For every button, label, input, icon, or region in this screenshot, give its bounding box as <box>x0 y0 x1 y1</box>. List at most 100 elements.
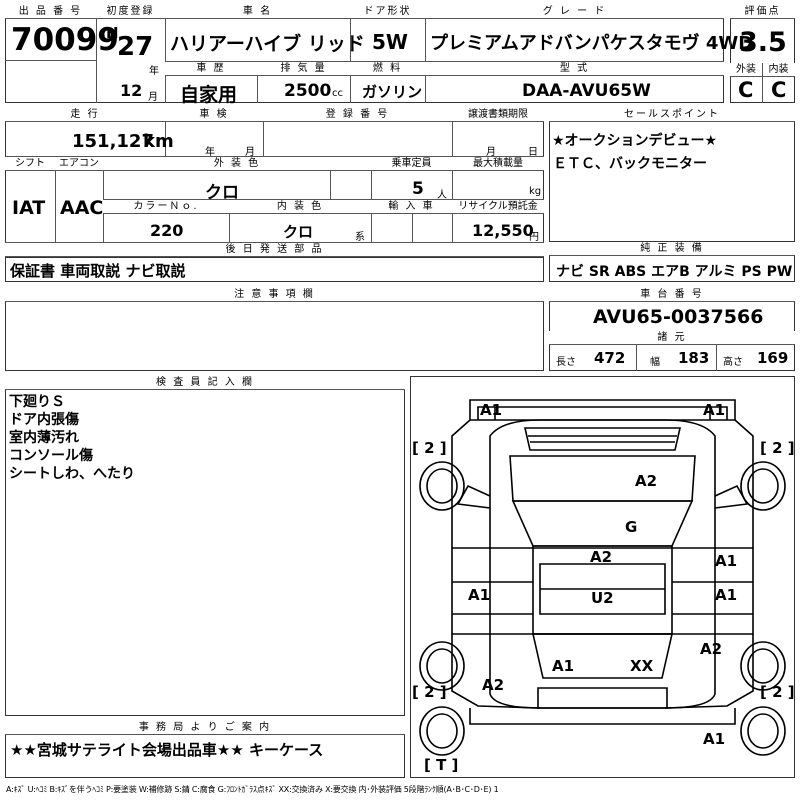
mark-rear-glass: XX <box>630 657 654 675</box>
grade: プレミアムアドバンパケスタモヴ 4WD <box>430 33 754 54</box>
mileage-label: 走 行 <box>5 108 165 122</box>
inspector-line: コンソール傷 <box>9 448 93 464</box>
capacity-unit: 人 <box>437 190 447 201</box>
ac-label: エアコン <box>55 157 103 171</box>
tire-rear-left: [ 2 ] <box>412 683 447 701</box>
height: 169 <box>757 349 789 367</box>
selling-point-label: セールスポイント <box>549 108 795 122</box>
car-name-label: 車 名 <box>165 5 350 19</box>
lot-no: 70099 <box>11 22 119 58</box>
import-label: 輸 入 車 <box>371 200 452 214</box>
mark-front-left-corner: A1 <box>480 401 503 419</box>
inspection-month-unit: 月 <box>245 147 255 158</box>
inspector-line: ドア内張傷 <box>9 412 79 428</box>
recycle-fee: 12,550 <box>472 221 534 240</box>
lot-no-label: 出 品 番 号 <box>5 5 96 19</box>
tire-front-left: [ 2 ] <box>412 439 447 457</box>
int-color-label: 内 装 色 <box>229 200 371 214</box>
history-label: 車 歴 <box>165 62 257 76</box>
model-label: 型 式 <box>425 62 724 76</box>
mark-roof: U2 <box>591 589 614 607</box>
inspector-label: 検 査 員 記 入 欄 <box>5 376 405 390</box>
mark-rear-door-right: A1 <box>715 586 738 604</box>
reg-year-unit: 年 <box>149 66 159 77</box>
tire-rear-right: [ 2 ] <box>760 683 795 701</box>
transfer-day-unit: 日 <box>528 147 538 158</box>
transfer-label: 譲渡書類期限 <box>452 108 544 122</box>
mark-rear-fender-right: A2 <box>700 640 723 658</box>
selling-point-2: ＥＴＣ、バックモニター <box>553 156 707 172</box>
exterior-label: 外装 <box>730 63 762 77</box>
door-label: ドア形状 <box>350 5 425 19</box>
chassis-label: 車 台 番 号 <box>549 288 795 302</box>
transfer-month-unit: 月 <box>486 147 496 158</box>
shift-label: シフト <box>5 157 55 171</box>
interior-grade: C <box>771 78 787 102</box>
reg-era: H <box>106 24 119 42</box>
capacity: 5 <box>412 179 424 199</box>
parts-value: 保証書 車両取説 ナビ取説 <box>10 262 186 280</box>
office-notice: ★★宮城サテライト会場出品車★★ キーケース <box>10 741 324 759</box>
fuel: ガソリン <box>362 83 423 101</box>
office-label: 事 務 局 よ り ご 案 内 <box>5 721 405 735</box>
mark-rear-fender-left: A2 <box>482 676 505 694</box>
mark-bonnet: A2 <box>635 472 658 490</box>
length: 472 <box>594 349 626 367</box>
tire-spare: [ T ] <box>424 756 459 774</box>
reg-month-unit: 月 <box>148 92 158 103</box>
color-no-label: カラーＮｏ. <box>103 200 229 214</box>
notes-label: 注 意 事 項 欄 <box>5 288 544 302</box>
displacement-unit: cc <box>332 88 343 99</box>
mark-roof-front: A2 <box>590 548 613 566</box>
mark-front-right-corner: A1 <box>703 401 726 419</box>
door-type: 5W <box>372 30 408 54</box>
car-outline-diagram <box>419 399 786 756</box>
reg-no-label: 登 録 番 号 <box>263 108 452 122</box>
selling-point-block <box>549 108 795 242</box>
capacity-label: 乗車定員 <box>371 157 452 171</box>
fuel-label: 燃 料 <box>350 62 425 76</box>
height-label: 高さ <box>723 357 743 368</box>
equipment-label: 純 正 装 備 <box>549 242 795 256</box>
inspector-notes: 下廻りＳ ドア内張傷室内薄汚れコンソール傷シートしわ、へたり <box>9 393 135 483</box>
selling-point-1: ★オークションデビュー★ <box>552 133 718 149</box>
ext-color-label: 外 装 色 <box>103 157 371 171</box>
mark-front-door-right: A1 <box>715 552 738 570</box>
spec-label: 諸 元 <box>549 331 795 345</box>
parts-label: 後 日 発 送 部 品 <box>5 243 544 257</box>
color-no: 220 <box>150 221 184 240</box>
exterior-grade: C <box>738 78 754 102</box>
length-label: 長さ <box>556 357 576 368</box>
inspector-line: 下廻りＳ <box>9 394 65 410</box>
mark-rear-bumper-right: A1 <box>703 730 726 748</box>
shift: IAT <box>12 197 46 219</box>
mileage: 151,127 <box>72 131 154 152</box>
inspector-line: シートしわ、へたり <box>9 466 135 482</box>
ext-color: クロ <box>205 183 239 203</box>
inspection-label: 車 検 <box>165 108 263 122</box>
reg-year: 27 <box>117 32 154 62</box>
maxload-label: 最大積載量 <box>452 157 544 171</box>
displacement: 2500 <box>284 81 332 101</box>
mark-rear-door-left: A1 <box>468 586 491 604</box>
recycle-label: リサイクル預託金 <box>452 200 544 214</box>
inspection-year-unit: 年 <box>205 147 215 158</box>
mark-rear-left-roof: A1 <box>552 657 575 675</box>
first-reg-label: 初度登録 <box>96 5 165 19</box>
width: 183 <box>678 349 710 367</box>
int-color-unit: 系 <box>355 232 365 243</box>
mileage-unit: km <box>143 131 174 152</box>
recycle-unit: 円 <box>529 232 539 243</box>
tire-front-right: [ 2 ] <box>760 439 795 457</box>
grade-label: グ レ ー ド <box>425 5 724 19</box>
ac: AAC <box>60 197 104 219</box>
parts-block <box>5 257 544 282</box>
mark-windshield: G <box>625 518 638 536</box>
inspector-line: 室内薄汚れ <box>9 430 79 446</box>
maxload-unit: kg <box>529 186 542 197</box>
displacement-label: 排 気 量 <box>257 62 350 76</box>
interior-label: 内装 <box>762 63 795 77</box>
damage-diagram <box>410 376 795 778</box>
car-name: ハリアーハイブ リッド <box>170 33 365 55</box>
history: 自家用 <box>180 84 238 106</box>
